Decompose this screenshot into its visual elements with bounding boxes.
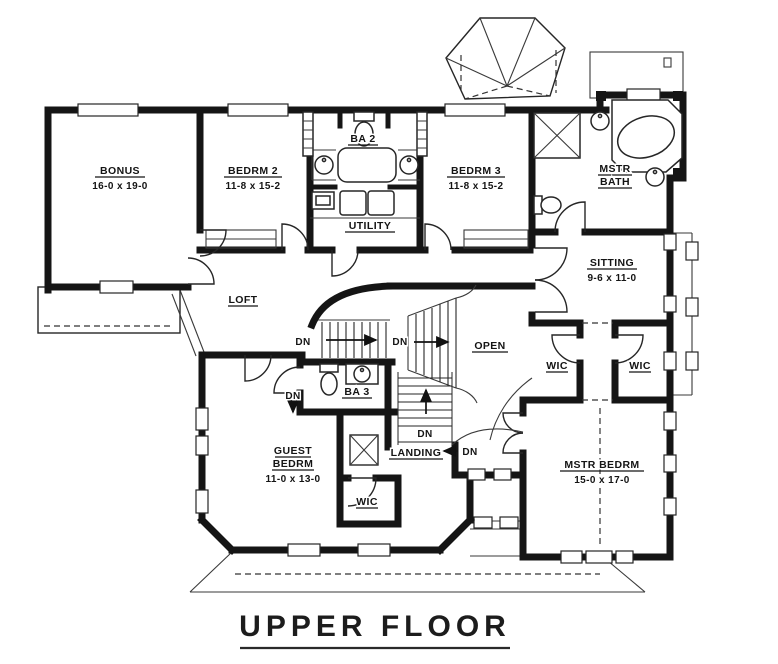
ba3-sink-symbol: [353, 365, 371, 383]
mstr-sink-symbol: [645, 167, 665, 187]
room-label-wic-left: WIC: [546, 360, 568, 372]
ba2-sink-symbol: [399, 155, 419, 175]
dn-label-landing: DN: [462, 447, 477, 458]
oval-tub-symbol: [616, 115, 676, 159]
porch-roof: [189, 516, 646, 593]
linen-shelves-symbol: [302, 111, 314, 157]
chimney-chase: [349, 434, 379, 466]
room-labels: BONUS 16-0 x 19-0 BEDRM 2 11-8 x 15-2 BA…: [91, 132, 652, 510]
room-label-mstr-bath-2: BATH: [600, 176, 630, 188]
room-label-bedrm3: BEDRM 3: [451, 165, 501, 177]
dims-sitting: 9-6 x 11-0: [587, 273, 636, 284]
left-deck-roof: [37, 286, 205, 357]
ba2-sink-symbol: [314, 155, 334, 175]
room-label-guest-1: GUEST: [274, 445, 312, 457]
mstr-bath-fixtures: [533, 99, 683, 215]
dn-label-stairs-a: DN: [295, 337, 310, 348]
dims-bonus: 16-0 x 19-0: [92, 181, 148, 192]
room-label-wic-guest: WIC: [356, 496, 378, 508]
room-label-mstr-bath-1: MSTR: [599, 163, 630, 175]
room-label-bonus: BONUS: [100, 165, 140, 177]
linen-shelves-symbol: [416, 111, 428, 157]
ba2-tub-symbol: [337, 147, 397, 183]
dims-mstr-bedrm: 15-0 x 17-0: [574, 475, 630, 486]
mstr-sink-symbol: [590, 111, 610, 131]
washer-symbol: [339, 190, 367, 216]
corner-posts: [596, 91, 683, 178]
ba3-fixtures: [319, 363, 379, 396]
room-label-landing: LANDING: [391, 447, 442, 459]
staircase-lower: [397, 372, 453, 445]
room-label-guest-2: BEDRM: [273, 458, 314, 470]
utility-fixtures: [310, 190, 420, 219]
closet-shelves: [205, 229, 529, 249]
staircase-upper-right: [407, 284, 478, 404]
turret-roof: [445, 17, 566, 100]
dn-label-stairs-c: DN: [417, 429, 432, 440]
door-swings: [187, 201, 644, 507]
room-label-wic-right: WIC: [629, 360, 651, 372]
room-label-loft: LOFT: [228, 294, 257, 306]
room-label-ba3: BA 3: [344, 386, 369, 398]
staircase-upper-left: [318, 319, 390, 358]
ba3-toilet-symbol: [319, 363, 339, 373]
dryer-symbol: [367, 190, 395, 216]
room-label-ba2: BA 2: [350, 133, 375, 145]
room-label-open: OPEN: [474, 340, 505, 352]
dims-bedrm2: 11-8 x 15-2: [226, 181, 281, 192]
room-label-mstr-bedrm: MSTR BEDRM: [564, 459, 639, 471]
dn-label-stairs-b: DN: [392, 337, 407, 348]
right-roof-edge: [670, 232, 699, 396]
windows: [77, 88, 677, 564]
room-label-utility: UTILITY: [349, 220, 391, 232]
room-label-sitting: SITTING: [590, 257, 634, 269]
stair-direction-labels: DN DN DN DN DN: [284, 336, 479, 460]
dims-bedrm3: 11-8 x 15-2: [449, 181, 504, 192]
ba2-fixtures: [302, 111, 428, 183]
dims-guest: 11-0 x 13-0: [266, 474, 321, 485]
dn-label-loft-step: DN: [285, 391, 300, 402]
dashed-lines: [451, 322, 613, 548]
plan-title: UPPER FLOOR: [239, 610, 511, 650]
plan-title-text: UPPER FLOOR: [239, 610, 511, 643]
landing-arrows: [287, 400, 458, 457]
room-label-bedrm2: BEDRM 2: [228, 165, 278, 177]
